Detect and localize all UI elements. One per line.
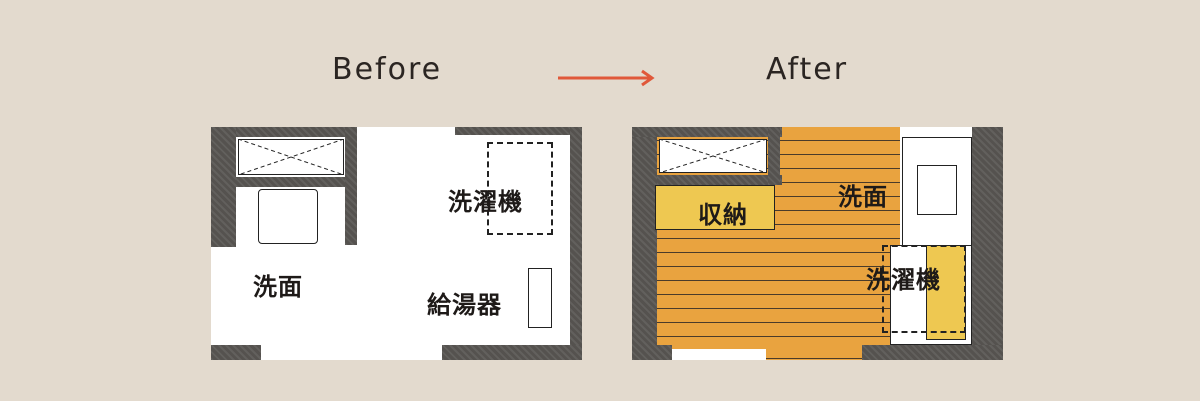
water-heater-label: 給湯器 <box>427 291 502 319</box>
wall <box>211 127 356 137</box>
doorway-floor <box>766 345 862 360</box>
wall <box>455 127 582 135</box>
washer-outline <box>487 142 553 235</box>
wall <box>972 127 1003 360</box>
washer-outline <box>882 245 966 333</box>
washroom-label: 洗面 <box>253 273 303 301</box>
wall <box>657 175 782 185</box>
washer-label: 洗濯機 <box>448 188 523 216</box>
sink <box>258 189 318 244</box>
washroom-label: 洗面 <box>838 183 888 211</box>
washer-label: 洗濯機 <box>866 266 941 294</box>
wall <box>768 127 780 185</box>
wall <box>862 345 1003 360</box>
closet-x-icon <box>659 139 767 173</box>
water-heater <box>528 268 552 328</box>
closet-x-icon <box>238 139 344 175</box>
arrow-right-icon <box>558 69 655 87</box>
wall <box>236 177 356 187</box>
before-title: Before <box>332 52 443 87</box>
vanity-sink <box>917 165 957 215</box>
wall <box>632 345 672 360</box>
wall <box>570 127 582 360</box>
wall <box>345 127 357 245</box>
wall <box>211 127 236 247</box>
storage <box>655 185 775 230</box>
wall <box>632 127 782 137</box>
after-plan: 収納 洗面 洗濯機 <box>632 127 1003 360</box>
wall <box>632 127 657 360</box>
wall <box>211 345 261 360</box>
before-plan: 洗濯機 洗面 給湯器 <box>211 127 582 360</box>
washer-shelf <box>926 245 966 340</box>
after-title: After <box>766 52 849 87</box>
wall <box>442 345 582 360</box>
storage-label: 収納 <box>698 201 748 229</box>
